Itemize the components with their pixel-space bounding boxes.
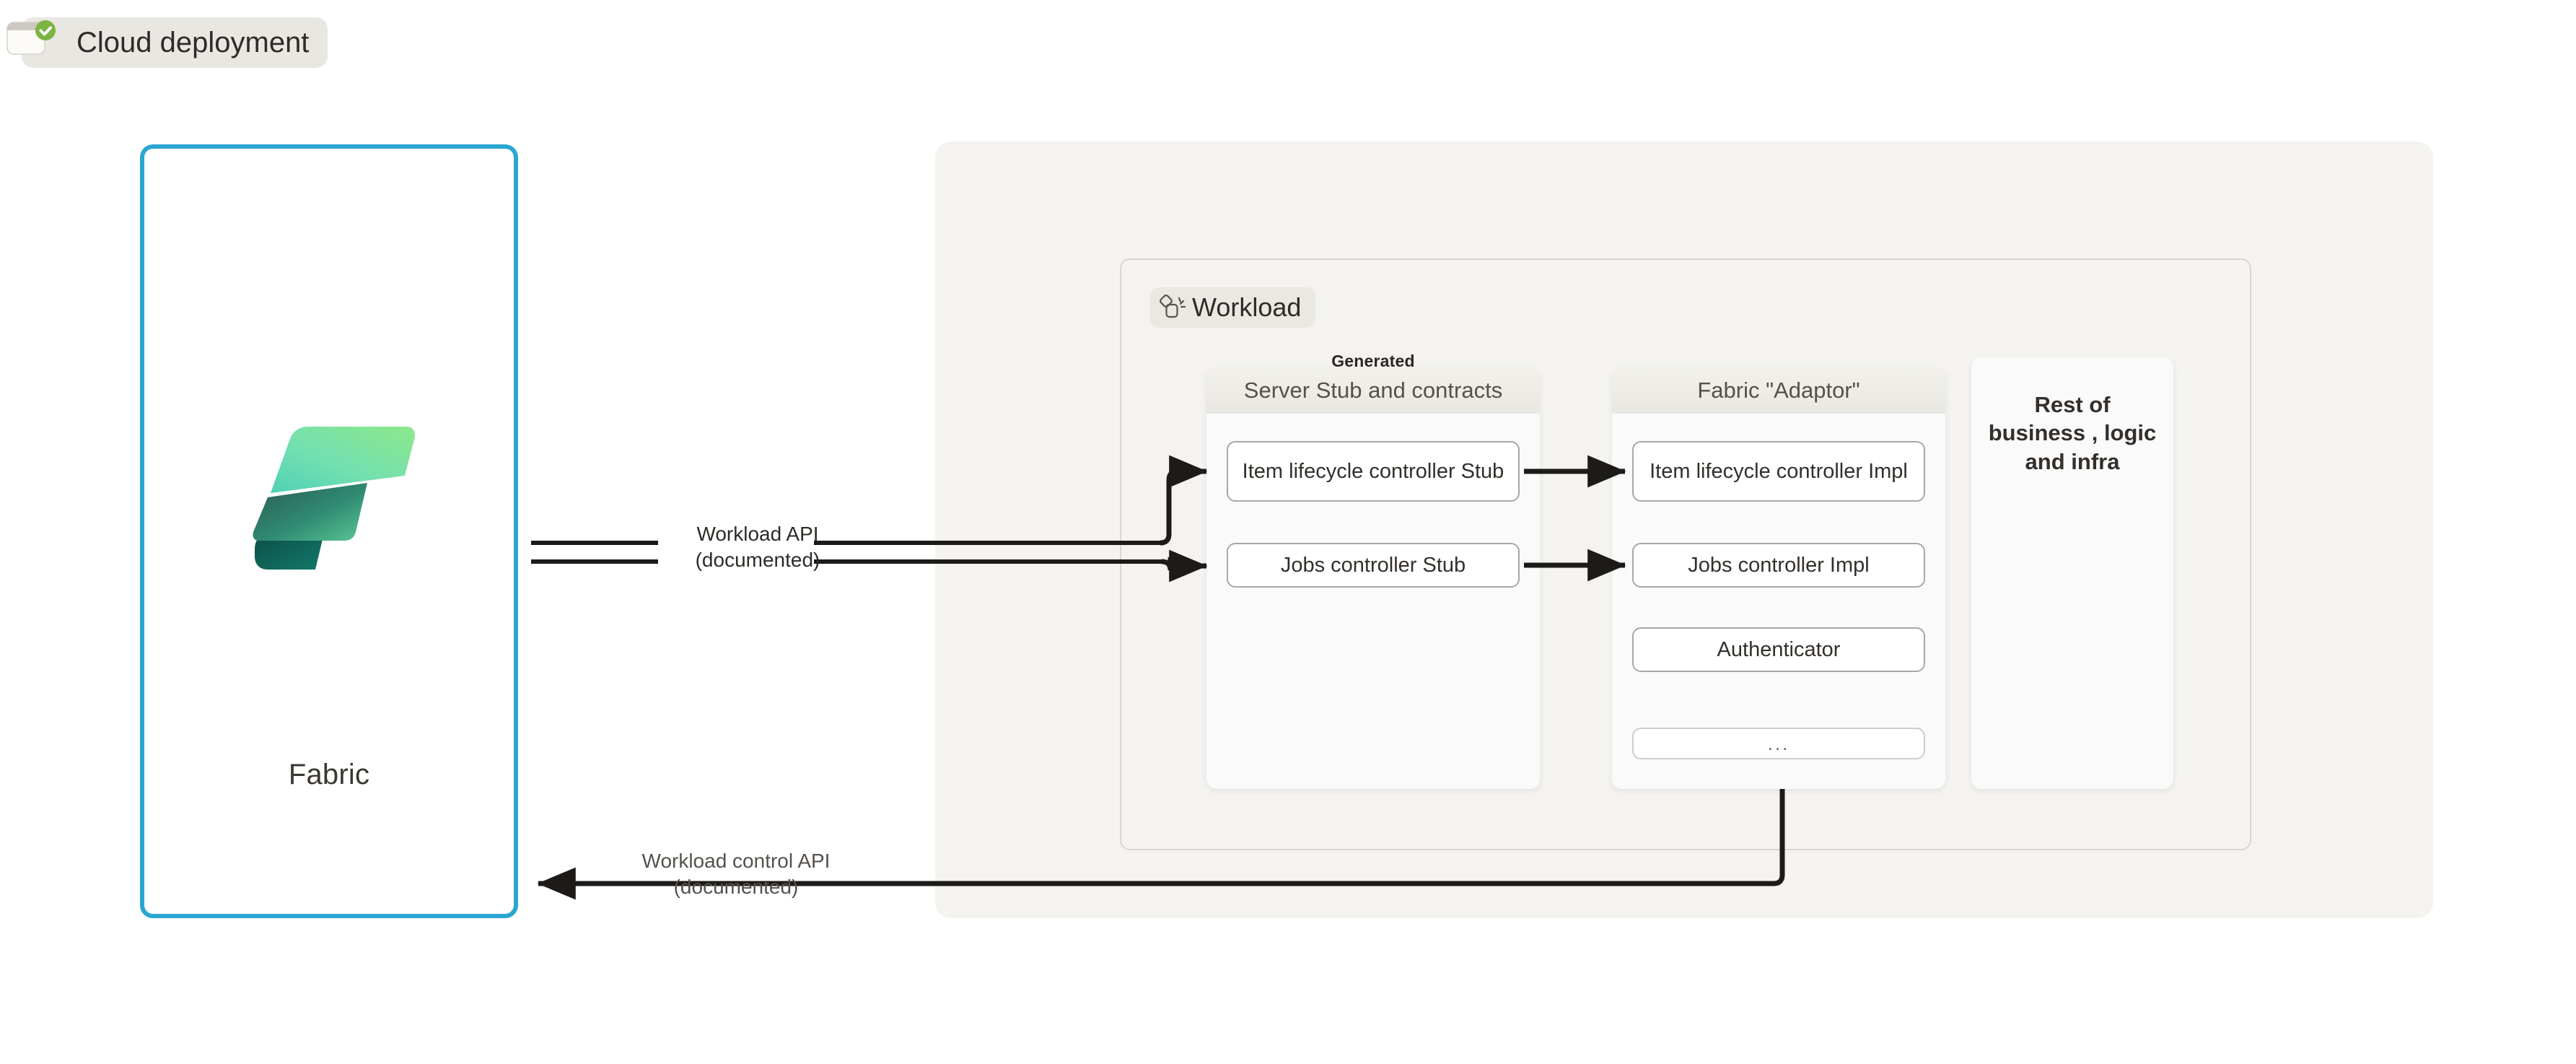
box-item-lifecycle-controller-stub[interactable]: Item lifecycle controller Stub (1227, 441, 1520, 502)
fabric-logo-wrapper (144, 405, 514, 575)
edge-label-workload-api-line1: Workload API (696, 523, 819, 545)
fabric-panel: Fabric (140, 144, 518, 918)
generated-label: Generated (1331, 352, 1415, 370)
box-more-ellipsis[interactable]: ... (1632, 728, 1925, 759)
box-jobs-controller-stub[interactable]: Jobs controller Stub (1227, 543, 1520, 588)
edge-label-workload-control-api: Workload control API (documented) (599, 848, 873, 901)
edge-label-workload-api-line2: (documented) (695, 549, 820, 572)
cloud-deployment-chip: Cloud deployment (6, 17, 328, 68)
box-authenticator[interactable]: Authenticator (1632, 627, 1925, 672)
panel-rest-of-business: Rest of business , logic and infra (1971, 357, 2173, 789)
edge-label-workload-control-api-line2: (documented) (673, 876, 799, 899)
fabric-label: Fabric (288, 759, 370, 790)
box-jobs-controller-impl[interactable]: Jobs controller Impl (1632, 543, 1925, 588)
panel-rest-of-business-text: Rest of business , logic and infra (1988, 392, 2157, 474)
panel-fabric-adaptor-header: Fabric "Adaptor" (1612, 367, 1945, 414)
fabric-logo (253, 427, 415, 570)
cloud-deployment-label: Cloud deployment (76, 26, 310, 58)
workload-sparkle-icon (1160, 295, 1186, 318)
window-check-icon (6, 20, 56, 55)
box-item-lifecycle-controller-impl[interactable]: Item lifecycle controller Impl (1632, 441, 1925, 502)
panel-server-stub-header: Server Stub and contracts (1206, 367, 1540, 414)
workload-chip: Workload (1150, 287, 1316, 328)
edge-label-workload-api: Workload API (documented) (649, 521, 866, 574)
workload-label: Workload (1192, 292, 1302, 322)
edge-label-workload-control-api-line1: Workload control API (641, 850, 831, 872)
